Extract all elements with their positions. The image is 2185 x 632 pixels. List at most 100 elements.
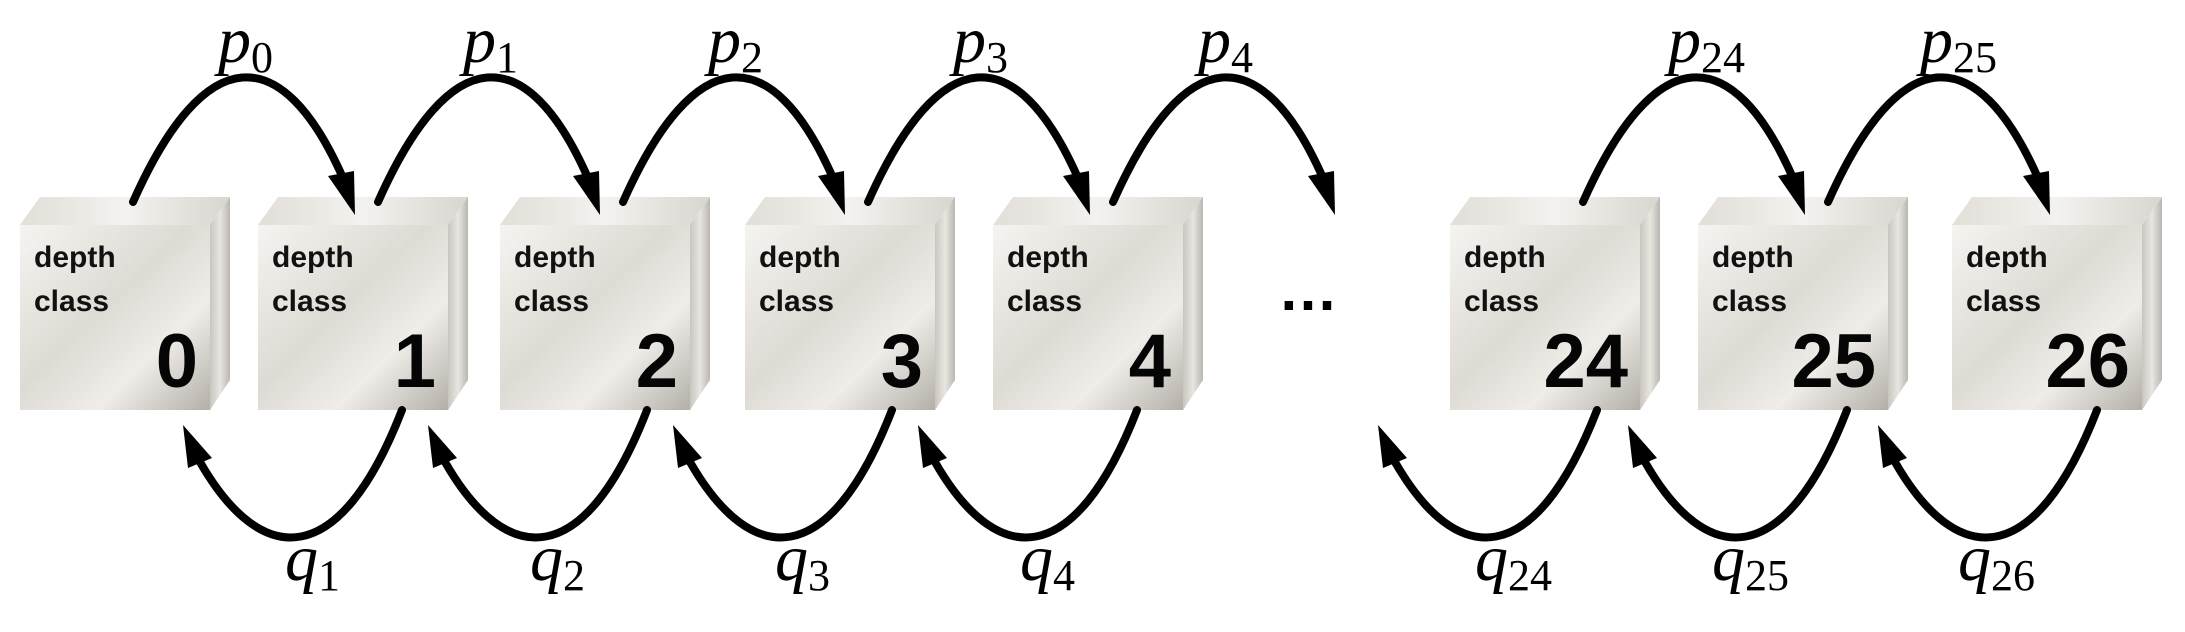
prob-symbol: p bbox=[1194, 4, 1231, 77]
depth-class-cube: depth class 26 bbox=[1952, 197, 2162, 410]
forward-arrow bbox=[374, 73, 600, 215]
depth-class-cube: depth class 3 bbox=[745, 197, 955, 410]
backward-probability-label: q2 bbox=[530, 522, 585, 600]
forward-arrow-curve bbox=[619, 73, 837, 206]
forward-transition-arrows bbox=[129, 73, 2050, 215]
prob-subscript: 4 bbox=[1053, 551, 1075, 600]
depth-class-cube: depth class 24 bbox=[1450, 197, 1660, 410]
cube-label-class: class bbox=[514, 285, 589, 318]
forward-arrow bbox=[1824, 73, 2050, 215]
backward-arrow-curve bbox=[1391, 406, 1601, 542]
arrow-head bbox=[183, 425, 212, 468]
backward-arrow-curve bbox=[441, 406, 651, 542]
prob-subscript: 26 bbox=[1991, 551, 2035, 600]
backward-arrow-curve bbox=[196, 406, 406, 542]
cube-label-class: class bbox=[34, 285, 109, 318]
cube-number: 1 bbox=[394, 319, 436, 404]
forward-probability-label: p4 bbox=[1194, 4, 1253, 82]
prob-symbol: q bbox=[530, 522, 563, 595]
prob-subscript: 4 bbox=[1231, 33, 1253, 82]
cube-front-face bbox=[20, 225, 210, 410]
backward-probability-label: q4 bbox=[1020, 522, 1075, 600]
cube-top-face bbox=[20, 197, 230, 225]
cube-front-face bbox=[1952, 225, 2142, 410]
backward-arrow bbox=[1378, 406, 1601, 542]
prob-symbol: p bbox=[214, 4, 251, 77]
cube-number: 3 bbox=[881, 319, 923, 404]
cube-top-face bbox=[258, 197, 468, 225]
cube-side-face bbox=[1888, 197, 1908, 410]
forward-probability-label: p1 bbox=[459, 4, 518, 82]
cube-side-face bbox=[1183, 197, 1203, 410]
arrow-head bbox=[2023, 171, 2050, 215]
cube-side-face bbox=[935, 197, 955, 410]
backward-probability-label: q24 bbox=[1475, 522, 1552, 600]
cube-front-face bbox=[258, 225, 448, 410]
cube-top-face bbox=[993, 197, 1203, 225]
cube-front-face bbox=[993, 225, 1183, 410]
prob-subscript: 2 bbox=[741, 33, 763, 82]
cube-side-face bbox=[210, 197, 230, 410]
prob-symbol: q bbox=[775, 522, 808, 595]
prob-symbol: p bbox=[1916, 4, 1953, 77]
backward-arrow bbox=[183, 406, 406, 542]
prob-subscript: 24 bbox=[1508, 551, 1552, 600]
cube-label-depth: depth bbox=[514, 241, 596, 274]
arrow-head bbox=[1878, 425, 1907, 468]
depth-class-cube: depth class 2 bbox=[500, 197, 710, 410]
cube-top-face bbox=[1952, 197, 2162, 225]
cube-front-face bbox=[1450, 225, 1640, 410]
cube-label-depth: depth bbox=[1007, 241, 1089, 274]
cube-top-face bbox=[500, 197, 710, 225]
cube-label-depth: depth bbox=[1966, 241, 2048, 274]
cube-number: 0 bbox=[156, 319, 198, 404]
cube-front-face bbox=[745, 225, 935, 410]
backward-arrow bbox=[428, 406, 651, 542]
cube-side-face bbox=[2142, 197, 2162, 410]
cube-label-class: class bbox=[272, 285, 347, 318]
cube-number: 26 bbox=[2045, 319, 2130, 404]
prob-symbol: p bbox=[949, 4, 986, 77]
forward-arrow-curve bbox=[1824, 73, 2042, 206]
prob-subscript: 24 bbox=[1701, 33, 1745, 82]
backward-probability-label: q26 bbox=[1958, 522, 2035, 600]
arrow-head bbox=[1063, 171, 1090, 215]
arrow-head bbox=[673, 425, 702, 468]
depth-class-cubes: depth class 0 depth class 1 depth class … bbox=[20, 197, 2162, 410]
backward-probability-labels: q1 q2 q3 q4 q24 q25 q26 bbox=[285, 522, 2035, 600]
prob-subscript: 3 bbox=[986, 33, 1008, 82]
cube-label-depth: depth bbox=[272, 241, 354, 274]
forward-probability-label: p24 bbox=[1664, 4, 1745, 82]
prob-subscript: 25 bbox=[1745, 551, 1789, 600]
forward-arrow bbox=[1109, 73, 1335, 215]
backward-arrow bbox=[1628, 406, 1851, 542]
prob-subscript: 1 bbox=[496, 33, 518, 82]
prob-symbol: p bbox=[704, 4, 741, 77]
arrow-head bbox=[1778, 171, 1805, 215]
backward-arrow bbox=[918, 406, 1141, 542]
prob-symbol: q bbox=[285, 522, 318, 595]
cube-number: 4 bbox=[1129, 319, 1171, 404]
prob-subscript: 1 bbox=[318, 551, 340, 600]
prob-symbol: q bbox=[1020, 522, 1053, 595]
prob-symbol: p bbox=[459, 4, 496, 77]
arrow-head bbox=[428, 425, 457, 468]
cube-label-class: class bbox=[1464, 285, 1539, 318]
forward-arrow-curve bbox=[1579, 73, 1797, 206]
backward-arrow-curve bbox=[686, 406, 896, 542]
backward-probability-label: q1 bbox=[285, 522, 340, 600]
forward-arrow bbox=[864, 73, 1090, 215]
cube-label-depth: depth bbox=[34, 241, 116, 274]
forward-arrow bbox=[619, 73, 845, 215]
arrow-head bbox=[328, 171, 355, 215]
backward-transition-arrows bbox=[183, 406, 2101, 542]
backward-arrow bbox=[673, 406, 896, 542]
forward-probability-labels: p0 p1 p2 p3 p4 p24 p25 bbox=[214, 4, 1997, 82]
cube-top-face bbox=[745, 197, 955, 225]
cube-number: 24 bbox=[1543, 319, 1628, 404]
forward-probability-label: p25 bbox=[1916, 4, 1997, 82]
cube-top-face bbox=[1450, 197, 1660, 225]
arrow-head bbox=[918, 425, 947, 468]
backward-arrow-curve bbox=[1891, 406, 2101, 542]
